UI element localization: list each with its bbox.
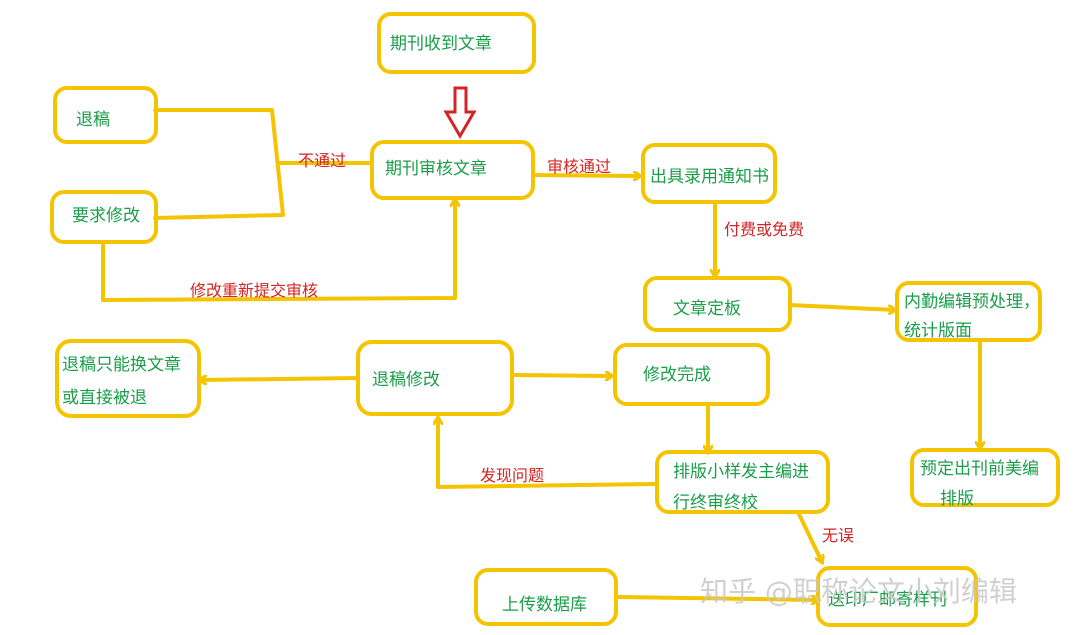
node-review-label: 期刊审核文章 — [385, 159, 487, 179]
edge-resubmit — [101, 200, 455, 302]
edge-review-notice — [531, 175, 640, 176]
edge-label-no-error: 无误 — [822, 526, 854, 545]
edge-revise-done — [510, 375, 612, 376]
node-proof-label-1: 排版小样发主编进 — [673, 462, 809, 482]
edge-label-problem: 发现问题 — [480, 466, 544, 485]
node-reject-revise-label: 退稿修改 — [372, 370, 440, 390]
node-layout-label-1: 预定出刊前美编 — [920, 459, 1039, 479]
edge-revise-rejectonly — [200, 378, 360, 380]
node-review-box — [370, 140, 535, 200]
node-notice-label: 出具录用通知书 — [650, 167, 769, 187]
node-preprocess-box — [895, 281, 1042, 342]
node-reject-only-label-1: 退稿只能换文章 — [62, 355, 181, 375]
node-preprocess-label-2: 统计版面 — [904, 321, 972, 341]
node-revise-done-label: 修改完成 — [643, 365, 711, 385]
edge-problem — [438, 418, 658, 489]
edge-label-not-pass: 不通过 — [298, 151, 346, 170]
node-reject-only-box — [55, 339, 201, 418]
node-finalize-box — [643, 276, 792, 332]
edge-proof-print — [796, 510, 822, 562]
node-finalize-label: 文章定板 — [673, 299, 741, 319]
node-layout-label-2: 排版 — [940, 489, 974, 509]
edge-label-resubmit: 修改重新提交审核 — [190, 281, 318, 300]
node-layout-box — [910, 448, 1060, 507]
node-revise-req-box — [50, 190, 158, 244]
node-proof-box — [655, 450, 830, 514]
edge-finalize-preprocess — [788, 303, 895, 310]
node-notice-box — [641, 143, 777, 204]
node-upload-box — [474, 568, 618, 626]
node-receive-label: 期刊收到文章 — [390, 34, 492, 54]
node-receive-box — [377, 12, 536, 74]
edge-upload-print — [615, 597, 818, 600]
node-revise-done-box — [613, 343, 770, 406]
node-reject-revise-box — [356, 340, 514, 416]
node-reject-label: 退稿 — [76, 110, 110, 130]
node-upload-label: 上传数据库 — [502, 595, 587, 615]
node-proof-label-2: 行终审终校 — [673, 493, 758, 513]
watermark: 知乎 @职称论文小刘编辑 — [700, 575, 1017, 608]
edge-label-pay: 付费或免费 — [724, 220, 804, 239]
connectors — [101, 108, 980, 600]
node-reject-box — [53, 86, 158, 144]
node-reject-only-label-2: 或直接被退 — [62, 388, 147, 408]
node-print-box — [816, 566, 978, 627]
red-down-arrow-icon — [443, 86, 477, 139]
edge-reject-merge — [153, 108, 285, 220]
node-print-label: 送印厂邮寄样刊 — [828, 590, 947, 610]
node-revise-req-label: 要求修改 — [72, 206, 140, 226]
node-preprocess-label-1: 内勤编辑预处理， — [904, 292, 1040, 312]
edge-label-pass: 审核通过 — [547, 157, 611, 176]
